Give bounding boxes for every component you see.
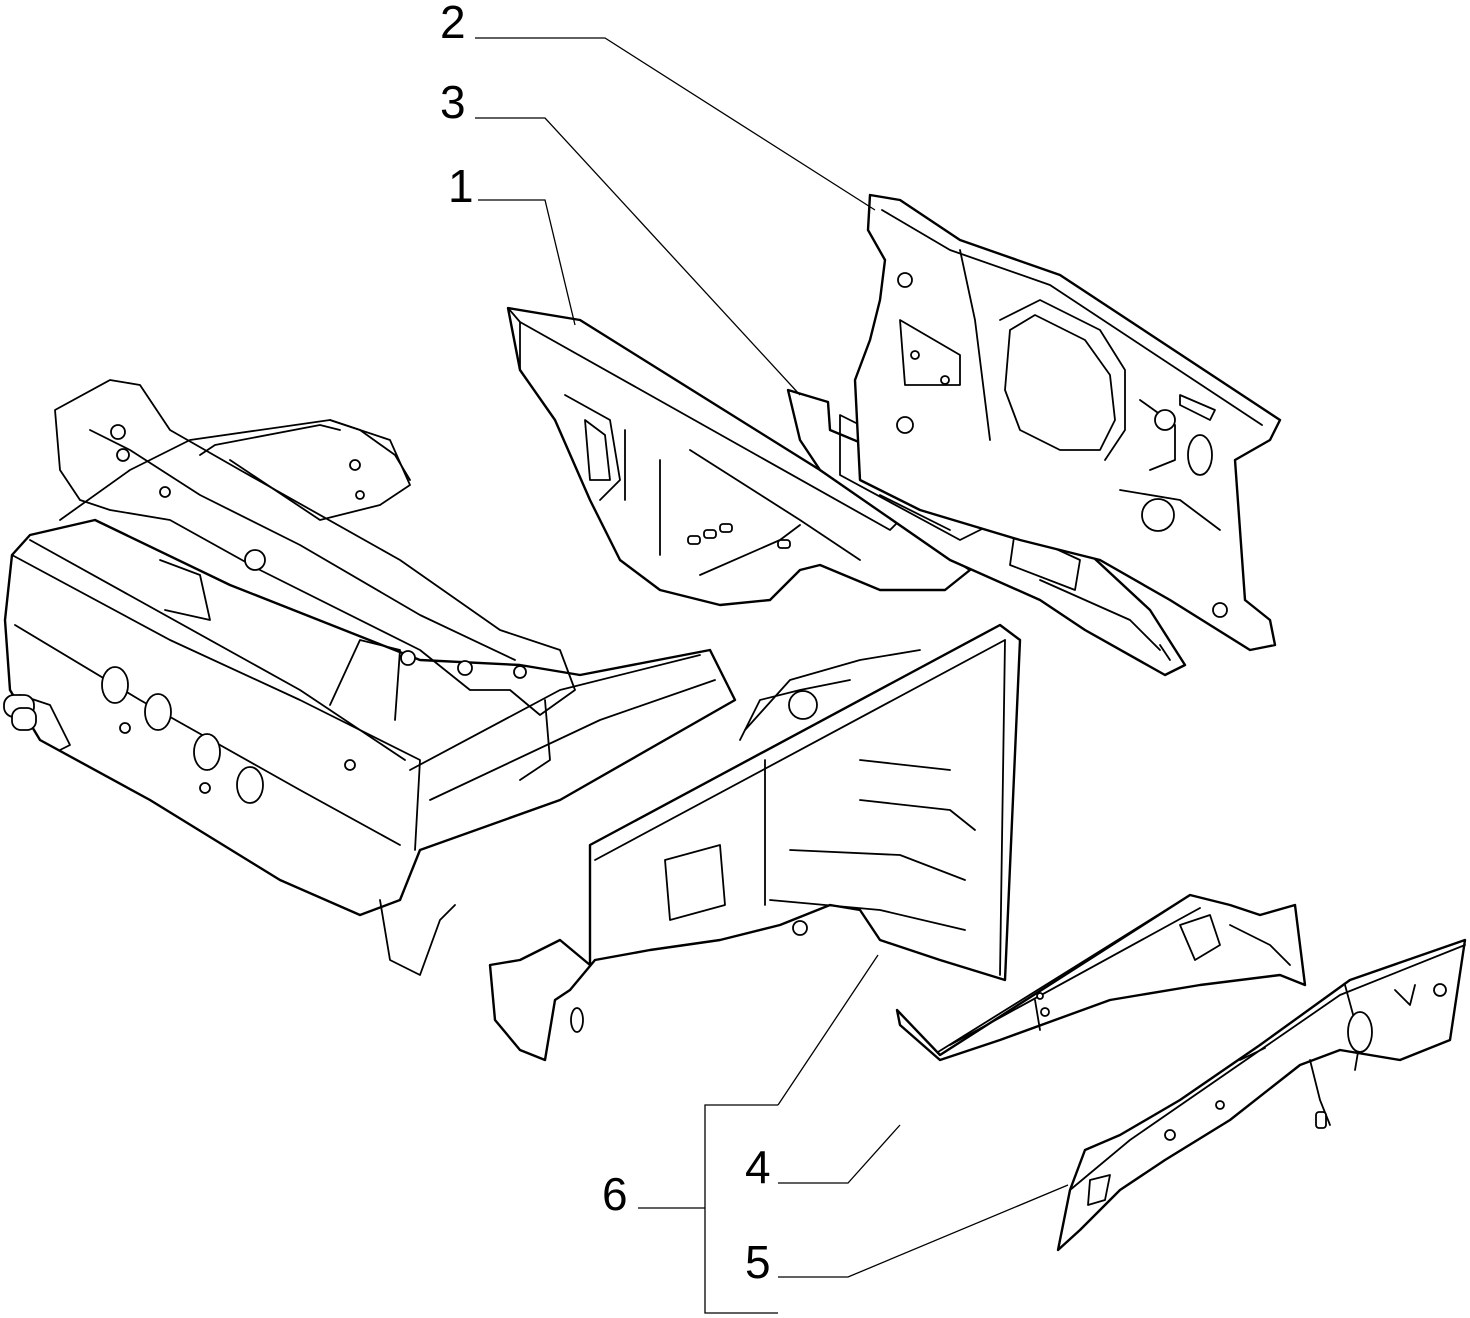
leader-3 [475, 117, 801, 396]
part-4-front-side-member [895, 893, 1307, 1062]
leader-1 [478, 199, 576, 326]
front-crossmember-assembly [3, 379, 737, 976]
part-5-front-side-member-outer [1056, 938, 1467, 1252]
leader-4 [778, 1124, 901, 1184]
leader-6-bracket [704, 1104, 778, 1314]
leader-6-apron [777, 954, 879, 1106]
callout-3: 3 [440, 76, 466, 128]
leader-2 [475, 37, 876, 211]
callout-5: 5 [745, 1236, 771, 1288]
part-6-wheelhouse-apron [488, 623, 1022, 1062]
callout-4: 4 [745, 1141, 771, 1193]
part-2-upper-bulkhead [853, 193, 1282, 652]
leader-lines [475, 37, 1069, 1314]
leader-5 [778, 1184, 1069, 1278]
callout-2: 2 [440, 0, 466, 48]
callouts: 2 3 1 4 6 5 [440, 0, 771, 1288]
callout-1: 1 [448, 160, 474, 212]
callout-6: 6 [602, 1168, 628, 1220]
